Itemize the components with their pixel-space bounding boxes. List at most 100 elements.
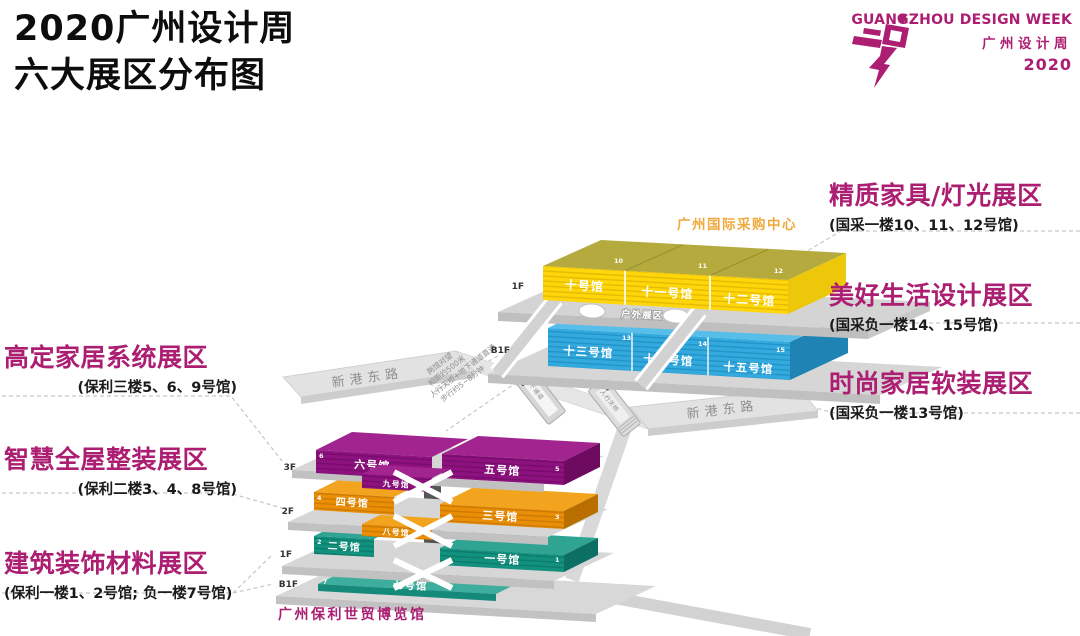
zone-name: 美好生活设计展区 (829, 281, 1034, 310)
zone-label-better-life-design: 美好生活设计展区 (国采负一楼14、15号馆) (829, 276, 1080, 335)
pe-floor-3f: 六号馆 五号馆 6 5 九号馆 9 (292, 432, 604, 492)
gdw-logo: GUANGZHOU DESIGN WEEK 广州设计周 2020 (851, 12, 1072, 88)
hall-5-side (564, 443, 600, 485)
hall-6-top (316, 432, 468, 457)
sc-level-b1f: B1F (491, 346, 510, 356)
walkway-x-upper (392, 469, 454, 505)
sc-level-1f: 1F (512, 282, 524, 292)
leader-cross-1 (445, 361, 547, 432)
hall-yellow-front (543, 266, 788, 314)
hall-14-number: 14 (698, 340, 708, 348)
zone-label-custom-home-systems: 高定家居系统展区 (保利三楼5、6、9号馆) (4, 338, 237, 397)
zone-label-premium-furniture: 精质家具/灯光展区 (国采一楼10、11、12号馆) (829, 176, 1080, 235)
hall-4-number: 4 (317, 494, 322, 502)
pe-level-1f: 1F (280, 550, 292, 560)
hall-3-side (564, 494, 598, 529)
zone-name: 精质家具/灯光展区 (829, 181, 1043, 210)
leader-zone-left-2b (232, 583, 274, 594)
pe-level-b1f: B1F (279, 580, 298, 590)
gdw-logo-text: GUANGZHOU DESIGN WEEK 广州设计周 2020 (851, 12, 1072, 74)
hall-2-front (314, 536, 374, 557)
zone-label-fashion-soft-decor: 时尚家居软装展区 (国采负一楼13号馆) (829, 364, 1080, 423)
hall-12-number: 12 (774, 267, 783, 275)
hall-5-label: 五号馆 (484, 462, 521, 478)
poly-expo-building: 七号馆 7 二号馆 一号馆 2 1 (276, 432, 656, 623)
hall-5-top (442, 436, 600, 461)
hall-2-number: 2 (317, 538, 322, 546)
footbridge-steps (617, 415, 638, 434)
hall-15-label: 十五号馆 (723, 360, 774, 377)
zone-detail: (保利一楼1、2号馆; 负一楼7号馆) (4, 586, 233, 602)
sc-floor-1f: 十号馆 十一号馆 十二号馆 10 11 12 (543, 240, 846, 314)
escalator-2 (636, 307, 705, 389)
hall-yellow-top-dividers (624, 244, 769, 276)
hall-7-front (318, 584, 496, 601)
zone-name: 高定家居系统展区 (4, 343, 209, 372)
page-title: 2020广州设计周 六大展区分布图 (14, 6, 295, 99)
zone-detail: (国采一楼10、11、12号馆) (829, 218, 1019, 234)
sourcing-center-title: 广州国际采购中心 (677, 216, 797, 233)
pe-ground-slab-front (276, 596, 596, 622)
crossing-walkways (392, 469, 454, 591)
walkway-x-middle (392, 513, 454, 549)
hall-8-label: 八号馆 (381, 526, 410, 538)
hall-15-number: 15 (776, 346, 786, 354)
hall-11-label: 十一号馆 (641, 284, 694, 302)
gdw-logo-year: 2020 (1023, 55, 1072, 74)
footbridge-inner (595, 385, 630, 425)
hall-1-side (564, 538, 598, 572)
leader-zone-right-0 (791, 230, 1080, 261)
hall-yellow-dividers (624, 270, 711, 310)
hall-1-number: 1 (555, 556, 560, 564)
zone-label-smart-whole-house: 智慧全屋整装展区 (保利二楼3、4、8号馆) (4, 440, 237, 499)
poly-expo-title: 广州保利世贸博览馆 (278, 606, 427, 623)
page-title-line-1: 2020广州设计周 (14, 9, 296, 49)
hall-3-number: 3 (555, 513, 560, 521)
hall-blue-dividers (631, 332, 709, 376)
sc-1f-platform-edge (868, 302, 930, 339)
zone-detail: (国采负一楼14、15号馆) (829, 318, 999, 334)
escalator-1 (492, 295, 561, 377)
hall-1-front (440, 548, 564, 572)
hall-1-label: 一号馆 (484, 551, 521, 567)
zone-name: 时尚家居软装展区 (829, 369, 1034, 398)
footbridge: 人行天桥 (588, 377, 641, 437)
hall-9-label: 九号馆 (381, 478, 410, 490)
hall-7-number: 7 (323, 579, 327, 586)
platform-arch-1 (578, 303, 606, 319)
hall-13-label: 十三号馆 (563, 344, 614, 361)
walkway-x-lower (392, 557, 454, 591)
hall-9-top (362, 465, 450, 478)
gdw-logo-en: GUANGZHOU DESIGN WEEK (851, 12, 1072, 28)
hall-11-number: 11 (698, 262, 708, 270)
hall-5-number: 5 (555, 465, 560, 473)
zone-name: 建筑装饰材料展区 (4, 549, 209, 578)
hall-10-label: 十号馆 (564, 277, 604, 294)
hall-12-label: 十二号馆 (723, 291, 776, 309)
hall-2-label: 二号馆 (327, 539, 361, 554)
hall-5-front (442, 454, 564, 485)
hall-3-top (440, 487, 598, 511)
outdoor-zone-label: 户外展区 (620, 308, 664, 322)
hall-13-number: 13 (622, 334, 631, 342)
gdw-logo-mark-icon (852, 13, 910, 88)
hall-4-front (314, 492, 394, 515)
hall-10-number: 10 (614, 257, 624, 265)
hall-9-front (362, 474, 432, 492)
leader-zone-left-1 (2, 492, 283, 509)
hall-3-label: 三号馆 (482, 508, 519, 524)
hall-6-number: 6 (319, 452, 324, 460)
hall-yellow-top (543, 240, 846, 280)
hall-3-front (440, 504, 564, 529)
zone-detail: (保利二楼3、4、8号馆) (77, 482, 237, 498)
escalators (490, 293, 707, 391)
pe-level-3f: 3F (284, 463, 296, 473)
zone-detail: (国采负一楼13号馆) (829, 406, 964, 422)
pe-level-2f: 2F (282, 507, 294, 517)
zone-label-building-materials: 建筑装饰材料展区 (保利一楼1、2号馆; 负一楼7号馆) (4, 544, 237, 603)
hall-yellow-side (788, 253, 846, 314)
zone-detail: (保利三楼5、6、9号馆) (77, 380, 237, 396)
zone-name: 智慧全屋整装展区 (4, 445, 209, 474)
